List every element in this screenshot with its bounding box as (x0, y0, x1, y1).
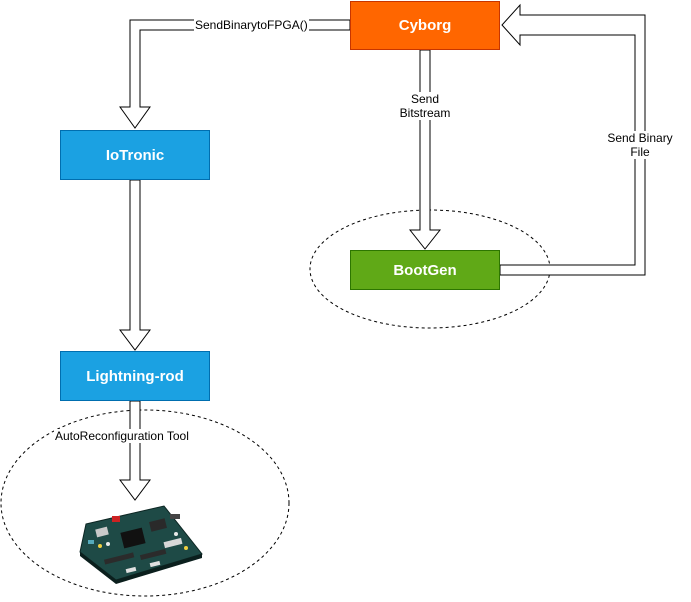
send-binary-file-line1: Send Binary (607, 131, 673, 145)
edge-label-send-binary-to-fpga: SendBinarytoFPGA() (194, 18, 309, 32)
send-bitstream-line2: Bitstream (399, 106, 451, 120)
edge-label-auto-reconfiguration: AutoReconfiguration Tool (54, 429, 190, 443)
iotronic-label: IoTronic (105, 146, 165, 164)
arrow-cyborg-to-bootgen (408, 49, 442, 250)
arrow-iotronic-to-lightning-rod (119, 179, 151, 351)
edge-label-send-bitstream: Send Bitstream (394, 92, 456, 120)
auto-reconfiguration-text: AutoReconfiguration Tool (55, 429, 189, 443)
lightning-rod-node[interactable]: Lightning-rod (60, 351, 210, 401)
arrow-lightning-rod-to-board (119, 400, 151, 501)
lightning-rod-label: Lightning-rod (86, 367, 184, 385)
edge-label-send-binary-file: Send Binary File (600, 131, 680, 159)
bootgen-label: BootGen (393, 261, 457, 279)
fpga-board-icon (79, 505, 203, 584)
bootgen-node[interactable]: BootGen (350, 250, 500, 290)
send-bitstream-line1: Send (410, 92, 440, 106)
arrow-cyborg-to-iotronic (119, 19, 351, 129)
cyborg-label: Cyborg (398, 17, 452, 34)
fpga-group-ellipse (0, 409, 290, 597)
cyborg-node[interactable]: Cyborg (350, 1, 500, 50)
iotronic-node[interactable]: IoTronic (60, 130, 210, 180)
send-binary-to-fpga-text: SendBinarytoFPGA() (195, 18, 308, 32)
send-binary-file-line2: File (630, 145, 650, 159)
arrow-bootgen-to-cyborg (499, 3, 646, 276)
